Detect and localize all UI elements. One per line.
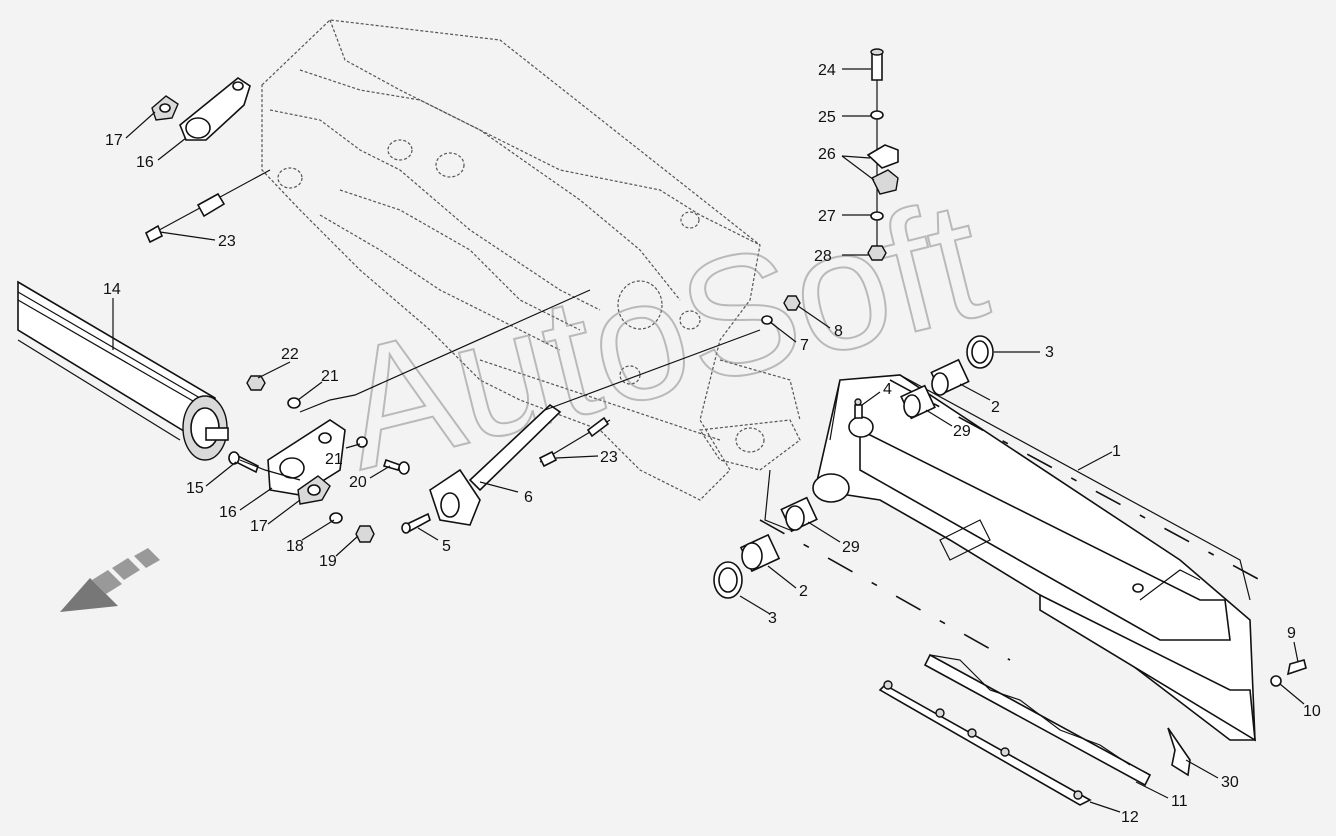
callout-17-lower: 17 [250, 518, 268, 535]
bearing-part-17-lower [297, 475, 331, 505]
callout-20: 20 [349, 474, 367, 491]
callout-30: 30 [1221, 774, 1239, 791]
callout-3-upper: 3 [1045, 344, 1054, 361]
callout-18: 18 [286, 538, 304, 555]
callout-12: 12 [1121, 809, 1139, 826]
bushing-part-29-lower [780, 496, 818, 533]
bearing-part-17-upper [151, 95, 179, 121]
callout-29-lower: 29 [842, 539, 860, 556]
fastener-stack [866, 48, 899, 261]
callout-11: 11 [1171, 793, 1188, 810]
leader-lines [112, 68, 1305, 813]
callout-6: 6 [524, 489, 533, 506]
plate-part-11 [923, 653, 1152, 787]
washer-part-7 [761, 315, 773, 325]
nut-part-22 [246, 375, 266, 391]
callout-24: 24 [818, 62, 836, 79]
callout-19: 19 [319, 553, 337, 570]
spring-part-23-upper [144, 169, 271, 244]
callout-10: 10 [1303, 703, 1321, 720]
beam-part-14 [17, 280, 229, 461]
bar-part-12 [878, 680, 1092, 806]
nut-part-8 [783, 295, 801, 311]
clip-part-30 [1167, 727, 1191, 777]
callout-16-lower: 16 [219, 504, 237, 521]
callout-21-upper: 21 [321, 368, 339, 385]
callout-14: 14 [103, 281, 121, 298]
washer-part-21-upper [287, 397, 301, 409]
nut-part-19 [355, 525, 375, 543]
callout-9: 9 [1287, 625, 1296, 642]
callout-5: 5 [442, 538, 451, 555]
callout-16-upper: 16 [136, 154, 154, 171]
callout-26: 26 [818, 146, 836, 163]
bushing-part-2-upper [930, 358, 970, 396]
callout-29-upper: 29 [953, 423, 971, 440]
callout-8: 8 [834, 323, 843, 340]
arm-part-1 [764, 374, 1256, 742]
centerline-lower [759, 519, 1011, 661]
callout-22: 22 [281, 346, 299, 363]
bolt-part-5 [401, 512, 431, 534]
chassis-frame [261, 19, 801, 501]
bracket-part-16-upper [179, 77, 251, 141]
callout-3-lower: 3 [768, 610, 777, 627]
callout-28: 28 [814, 248, 832, 265]
washer-part-21-lower [356, 436, 368, 448]
centerline-upper [889, 379, 1261, 581]
callout-27: 27 [818, 208, 836, 225]
bolt-part-20 [382, 458, 410, 475]
spring-part-23-lower [538, 416, 611, 468]
callout-17-upper: 17 [105, 132, 123, 149]
callout-15: 15 [186, 480, 204, 497]
callout-25: 25 [818, 109, 836, 126]
callout-23-upper: 23 [218, 233, 236, 250]
direction-arrow-icon [60, 548, 160, 612]
grease-nipple-part-4 [854, 398, 863, 419]
bushing-part-2-lower [739, 533, 781, 573]
bolt-part-9 [1270, 659, 1307, 687]
callout-2-lower: 2 [799, 583, 808, 600]
bolt-part-15 [228, 451, 259, 474]
cylinder-part-6 [429, 329, 761, 526]
callout-1: 1 [1112, 443, 1121, 460]
callout-labels: 24 25 26 27 28 17 16 23 14 22 21 21 20 1… [103, 62, 1321, 826]
callout-21-lower: 21 [325, 451, 343, 468]
callout-7: 7 [800, 337, 809, 354]
callout-2-upper: 2 [991, 399, 1000, 416]
callout-4: 4 [883, 381, 892, 398]
callout-23-lower: 23 [600, 449, 618, 466]
